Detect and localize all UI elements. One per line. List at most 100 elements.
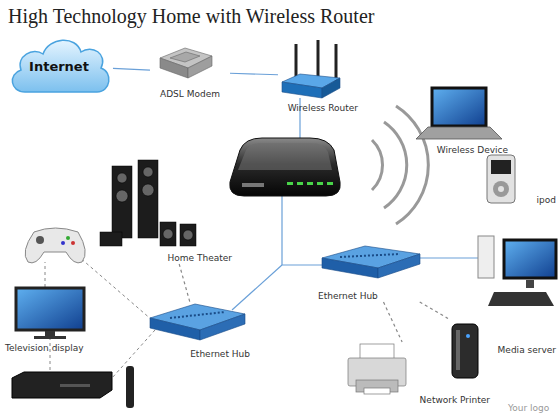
television-device — [45, 331, 55, 336]
network-connector — [420, 302, 448, 319]
server-device — [452, 324, 478, 378]
speaker-set — [138, 160, 158, 238]
router-device — [287, 182, 293, 185]
node-label: Internet — [29, 59, 89, 74]
television-device — [16, 288, 84, 330]
speaker-set — [163, 229, 173, 239]
device-node: ipod — [484, 152, 556, 206]
hub-node: Ethernet Hub — [318, 244, 422, 302]
speaker-set — [117, 173, 127, 183]
network-wire — [282, 196, 322, 265]
node-label: Wireless Router — [288, 103, 358, 114]
node-label: Network Printer — [420, 395, 490, 406]
desktop-computer — [504, 240, 556, 278]
device-node: Home Theater — [96, 156, 232, 264]
network-wire — [420, 257, 478, 258]
router-device — [238, 143, 332, 170]
hub-node: Ethernet Hub — [146, 302, 250, 360]
device-node: ADSL Modem — [150, 44, 230, 100]
node-label: Ethernet Hub — [190, 349, 250, 360]
game-controller — [25, 228, 85, 263]
node-label: Ethernet Hub — [318, 291, 378, 302]
node-label: Media server — [498, 345, 556, 356]
network-connector — [179, 264, 190, 302]
node-label: ADSL Modem — [160, 89, 220, 100]
wifi-waves — [372, 140, 383, 190]
router-device — [317, 182, 323, 185]
media-player — [60, 384, 90, 387]
hub-device — [322, 258, 378, 278]
device-node: Television display — [5, 284, 105, 354]
wireless-router-device — [335, 44, 338, 82]
speaker-set — [142, 184, 154, 196]
node-label: ipod — [537, 195, 556, 206]
television-device — [34, 336, 66, 339]
game-controller — [66, 236, 70, 240]
desktop-computer — [478, 236, 494, 278]
router-device — [327, 182, 333, 185]
router-device — [242, 183, 264, 187]
printer-device — [360, 344, 394, 360]
hub-device — [322, 246, 420, 278]
modem-device — [160, 48, 212, 78]
wireless-router-device — [322, 78, 340, 98]
printer-device — [364, 388, 390, 394]
game-controller — [36, 236, 44, 244]
wireless-router-device — [282, 82, 322, 98]
game-controller — [61, 241, 65, 245]
desktop-computer — [488, 292, 554, 306]
router-device — [297, 182, 303, 185]
printer-device — [348, 344, 406, 394]
ipod-device — [493, 181, 509, 197]
device-node: Media server — [448, 318, 556, 382]
speaker-set — [100, 160, 196, 246]
ipod-device — [491, 160, 511, 174]
media-player — [12, 372, 112, 398]
wifi-waves — [396, 106, 428, 224]
desktop-computer — [526, 280, 534, 288]
hub-device — [378, 254, 420, 278]
hub-device — [170, 312, 225, 318]
ipod-device — [498, 186, 504, 192]
speaker-set — [143, 167, 153, 177]
laptop-device — [432, 88, 486, 126]
ipod-device — [487, 155, 515, 203]
dashed-link — [78, 256, 152, 320]
laptop-device — [416, 88, 502, 139]
modem-device — [170, 52, 200, 62]
node-label: Home Theater — [168, 253, 232, 264]
server-device — [452, 324, 478, 378]
ipod-device — [487, 155, 515, 203]
wireless-router-device — [295, 44, 298, 80]
speaker-set — [112, 166, 132, 238]
desktop-computer — [478, 236, 556, 306]
network-connector — [383, 302, 402, 342]
network-connector — [230, 73, 278, 75]
router-device — [230, 138, 340, 196]
laptop-device — [416, 127, 502, 139]
wireless-router-device — [317, 40, 320, 78]
speaker-set — [180, 224, 196, 246]
speaker-set — [160, 222, 176, 246]
device-node: Wireless Router — [278, 38, 358, 114]
hub-device — [340, 254, 400, 257]
device-node: Network Printer — [344, 342, 490, 406]
server-device — [456, 330, 460, 370]
speaker-set — [183, 230, 193, 240]
watermark-text: Your logo — [508, 403, 549, 413]
server-device — [466, 334, 470, 338]
hub-device — [150, 318, 200, 340]
television-device — [16, 288, 84, 339]
wifi-waves — [384, 122, 407, 208]
node-label: Television display — [5, 343, 84, 354]
game-controller — [25, 228, 85, 263]
node-label: Wireless Device — [437, 145, 508, 156]
speaker-set — [116, 190, 128, 202]
game-controller — [71, 241, 75, 245]
diagram-title: High Technology Home with Wireless Route… — [8, 5, 374, 28]
media-player — [126, 366, 134, 408]
wifi-waves — [372, 106, 428, 224]
cloud-shape — [12, 40, 108, 92]
network-wire — [232, 265, 282, 310]
network-connector — [113, 68, 150, 70]
